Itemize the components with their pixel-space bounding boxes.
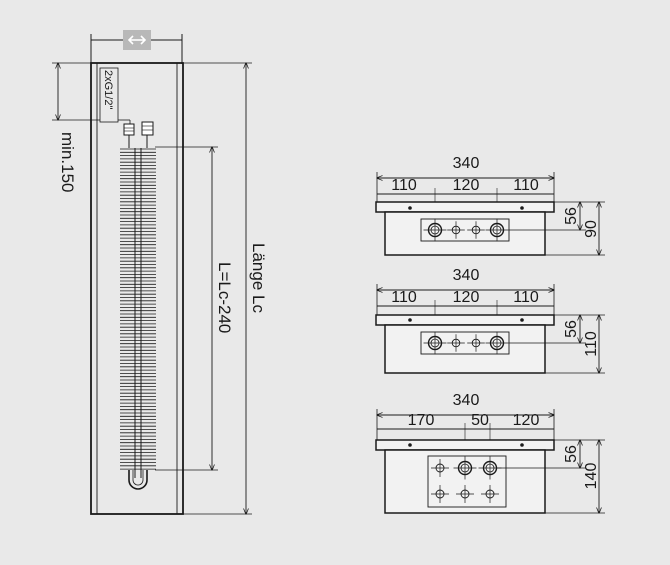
connection-label: 2xG1/2" <box>102 70 114 109</box>
section-140-height-label: 140 <box>583 463 600 490</box>
section-140-segment-1: 170 <box>408 412 435 429</box>
pipe-connection-small <box>431 485 449 503</box>
pipe-connection-small <box>447 221 465 239</box>
section-140-width-label: 340 <box>453 392 480 409</box>
section-110-height-label: 110 <box>583 331 600 357</box>
section-90: 340 110 120 110 56 90 <box>375 155 605 256</box>
section-140-offset-label: 56 <box>563 445 580 463</box>
section-90-height-label: 90 <box>583 220 600 238</box>
section-110-segment-1: 110 <box>391 289 417 306</box>
pipe-connection-large <box>485 331 509 355</box>
pipe-connection-small <box>456 485 474 503</box>
section-90-segment-1: 110 <box>391 177 417 194</box>
section-110-segment-2: 120 <box>453 289 480 306</box>
side-view: 2xG1/2" min.150 <box>52 30 268 515</box>
section-140-segment-3: 120 <box>513 412 540 429</box>
section-90-offset-label: 56 <box>563 207 580 225</box>
heat-exchanger-fins <box>120 148 156 470</box>
pipe-connection-small <box>467 334 485 352</box>
section-110-offset-label: 56 <box>563 320 580 338</box>
min-distance-label: min.150 <box>58 132 77 192</box>
section-140: 340 170 50 120 56 140 <box>375 392 605 514</box>
pipe-connection-large <box>453 456 477 480</box>
heat-exchanger <box>120 148 156 490</box>
section-90-segment-3: 110 <box>513 177 539 194</box>
total-length-label: Länge Lc <box>249 243 268 313</box>
width-badge <box>123 30 151 50</box>
section-90-width-label: 340 <box>453 155 480 172</box>
section-110-width-label: 340 <box>453 267 480 284</box>
pipe-connection-small <box>431 459 449 477</box>
pipe-connection-small <box>481 485 499 503</box>
pipe-connection-large <box>485 218 509 242</box>
pipe-connection-small <box>447 334 465 352</box>
pipe-connection-large <box>423 331 447 355</box>
section-110-segment-3: 110 <box>513 289 539 306</box>
double-arrow-horizontal-icon <box>127 35 147 45</box>
pipe-connection-large <box>423 218 447 242</box>
section-90-segment-2: 120 <box>453 177 480 194</box>
connection-fittings <box>118 119 154 148</box>
section-110: 340 110 120 110 56 110 <box>375 267 605 374</box>
heater-length-label: L=Lc-240 <box>215 262 234 333</box>
section-140-segment-2: 50 <box>471 412 489 429</box>
pipe-connection-small <box>467 221 485 239</box>
